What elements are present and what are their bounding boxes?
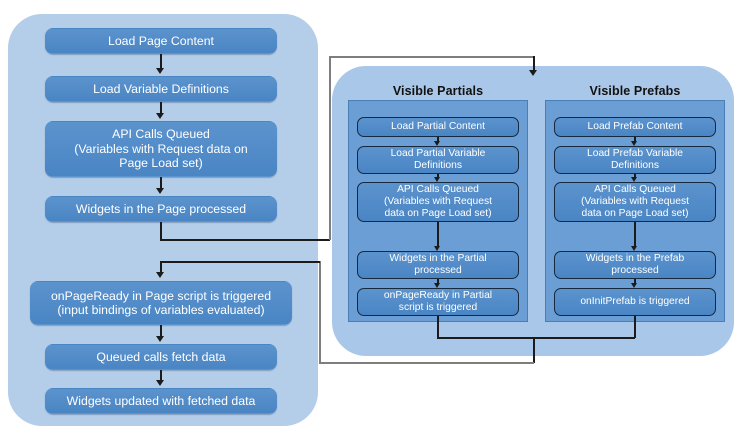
arrowhead-partial-1-2 [434,141,440,146]
arrowhead-prefab-1-2 [631,141,637,146]
arrowhead-prefab-4-5 [631,283,637,288]
node-label-line3: data on Page Load set) [581,208,689,220]
column-title-visible-partials: Visible Partials [392,84,484,98]
connector-return-to-node [160,261,320,263]
node-label-line1: API Calls Queued [397,183,479,195]
node-label-line2: script is triggered [398,302,478,313]
node-label-line2: (Variables with Request data on [74,141,248,156]
connector-partial-3-4 [437,222,439,246]
node-widgets-updated-fetched-data: Widgets updated with fetched data [45,388,277,414]
node-load-partial-content: Load Partial Content [357,117,519,137]
node-label-line3: data on Page Load set) [384,208,492,220]
node-label-line1: Load Prefab Content [587,120,683,132]
node-load-variable-definitions: Load Variable Definitions [45,76,277,102]
arrowhead-return-into-node [156,272,164,278]
connector-partial-4-5 [437,279,439,283]
node-widgets-in-partial-processed: Widgets in the Partial processed [357,251,519,279]
connector-out-page-right [160,239,330,241]
connector-return-drop [533,337,535,363]
arrowhead-prefab-3-4 [631,246,637,251]
node-label-line1: onPageReady in Page script is triggered [50,288,272,303]
node-onpageready-partial: onPageReady in Partial script is trigger… [357,288,519,316]
node-label-line1: onPageReady in Partial [383,289,493,301]
node-load-prefab-content: Load Prefab Content [554,117,716,137]
node-widgets-in-prefab-processed: Widgets in the Prefab processed [554,251,716,279]
connector-return-partial-down [437,316,439,338]
node-label-line1: onInitPrefab is triggered [580,295,690,307]
node-load-prefab-variable-definitions: Load Prefab Variable Definitions [554,146,716,174]
node-onpageready-page: onPageReady in Page script is triggered … [30,281,292,325]
arrowhead-out-into-columns [529,70,537,76]
connector-p3-p4 [160,177,162,190]
node-label-line1: API Calls Queued [594,183,676,195]
connector-prefab-2-3 [634,174,636,178]
node-label-line2: (Variables with Request [384,195,492,207]
connector-return-into-node [160,261,162,274]
connector-return-merge [437,337,635,339]
connector-partial-2-3 [437,174,439,178]
node-label: Widgets updated with fetched data [66,393,256,408]
connector-prefab-3-4 [634,222,636,246]
connector-p2-p3 [160,102,162,115]
arrowhead-p5-p6 [156,336,164,342]
connector-out-into-columns [533,56,535,72]
arrowhead-partial-2-3 [434,177,440,182]
node-label-line1: Load Partial Content [391,120,485,132]
node-partial-api-calls-queued: API Calls Queued (Variables with Request… [357,182,519,222]
node-label-line2: Definitions [413,160,463,171]
arrowhead-p6-p7 [156,380,164,386]
arrowhead-p1-p2 [156,68,164,74]
arrowhead-prefab-2-3 [631,177,637,182]
node-label-line2: processed [414,265,462,276]
node-label-line2: Definitions [610,160,660,171]
node-label-line2: (Variables with Request [581,195,689,207]
connector-prefab-1-2 [634,137,636,142]
connector-partial-1-2 [437,137,439,142]
arrowhead-partial-3-4 [434,246,440,251]
node-label-line1: Widgets in the Prefab [585,252,685,264]
connector-return-up [319,261,321,363]
node-label-line1: API Calls Queued [112,127,210,142]
node-label: Load Page Content [108,33,214,48]
arrowhead-partial-4-5 [434,283,440,288]
node-label-line2: processed [611,265,659,276]
node-queued-calls-fetch-data: Queued calls fetch data [45,344,277,370]
node-api-calls-queued-page: API Calls Queued (Variables with Request… [45,121,277,177]
connector-prefab-4-5 [634,279,636,283]
connector-return-prefab-down [634,316,636,338]
node-label-line2: (input bindings of variables evaluated) [57,303,265,317]
node-label: Widgets in the Page processed [75,201,247,216]
node-prefab-api-calls-queued: API Calls Queued (Variables with Request… [554,182,716,222]
node-label-line1: Load Prefab Variable [587,147,683,159]
connector-return-left [319,362,534,364]
node-load-partial-variable-definitions: Load Partial Variable Definitions [357,146,519,174]
node-label-line1: Widgets in the Partial [389,252,487,264]
node-label: Load Variable Definitions [93,81,229,96]
node-label-line3: Page Load set) [119,156,203,171]
column-title-visible-prefabs: Visible Prefabs [589,84,681,98]
node-label: Queued calls fetch data [96,349,226,364]
connector-out-up [329,56,331,240]
arrowhead-p2-p3 [156,113,164,119]
node-load-page-content: Load Page Content [45,28,277,54]
arrowhead-p3-p4 [156,188,164,194]
connector-p6-p7 [160,370,162,382]
node-widgets-in-page-processed: Widgets in the Page processed [45,196,277,222]
connector-p1-p2 [160,54,162,70]
connector-out-page-down [160,222,162,240]
connector-p5-p6 [160,325,162,338]
node-label-line1: Load Partial Variable [390,147,486,159]
connector-out-top [329,56,534,58]
node-oninitprefab: onInitPrefab is triggered [554,288,716,316]
